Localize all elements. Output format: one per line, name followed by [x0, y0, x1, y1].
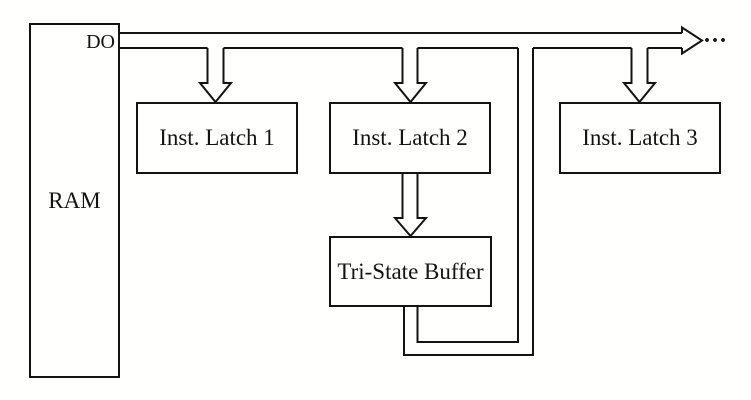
inst-latch-1-label: Inst. Latch 1 — [159, 125, 275, 150]
ram-box: RAM — [29, 23, 120, 378]
inst-latch-1-box: Inst. Latch 1 — [136, 102, 298, 174]
ram-label: RAM — [48, 187, 101, 213]
bus-branch-arrow-latch2 — [392, 48, 429, 104]
inst-latch-2-label: Inst. Latch 2 — [352, 125, 468, 150]
buffer-feedback-outer-line — [403, 48, 534, 356]
bus-arrowhead-icon — [681, 25, 704, 56]
do-pin-label: DO — [86, 31, 115, 53]
inst-latch-2-box: Inst. Latch 2 — [329, 102, 491, 174]
tri-state-buffer-box: Tri-State Buffer — [329, 236, 492, 307]
inst-latch-3-box: Inst. Latch 3 — [559, 102, 721, 174]
bus-branch-arrow-latch3 — [621, 48, 658, 104]
bus-branch-arrow-latch1 — [197, 48, 234, 104]
tri-state-buffer-label: Tri-State Buffer — [337, 258, 484, 284]
latch2-to-buffer-arrow — [392, 174, 429, 238]
buffer-feedback-inner-line — [416, 48, 519, 343]
inst-latch-3-label: Inst. Latch 3 — [582, 125, 698, 150]
bus-continuation-ellipsis: ... — [704, 22, 728, 48]
